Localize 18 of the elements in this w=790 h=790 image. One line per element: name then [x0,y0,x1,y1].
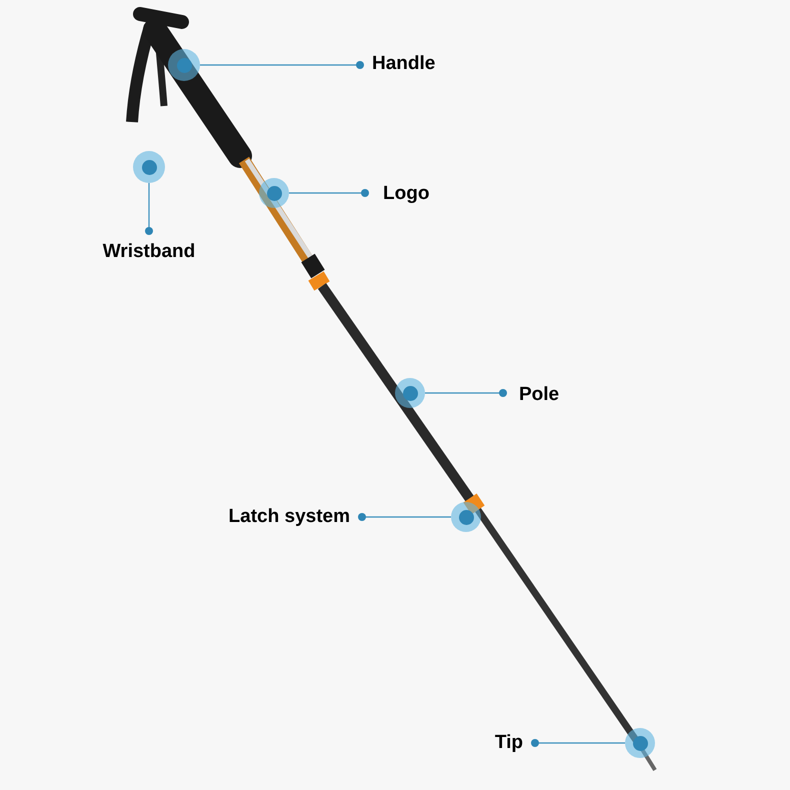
leader-line [425,389,507,397]
part-label: Latch system [228,505,350,529]
target-marker [625,728,655,758]
target-marker [451,502,481,532]
target-marker [395,378,425,408]
leader-line [145,183,153,235]
part-label: Tip [494,731,523,755]
part-label: Logo [383,182,430,206]
part-label: Wristband [102,240,196,264]
part-label: Handle [372,52,436,76]
leader-line [289,189,369,197]
leader-line [358,513,451,521]
leader-line [531,739,625,747]
leader-line [200,61,364,69]
part-label: Pole [519,383,560,407]
target-marker [168,49,200,81]
target-marker [259,178,289,208]
target-marker [133,151,165,183]
